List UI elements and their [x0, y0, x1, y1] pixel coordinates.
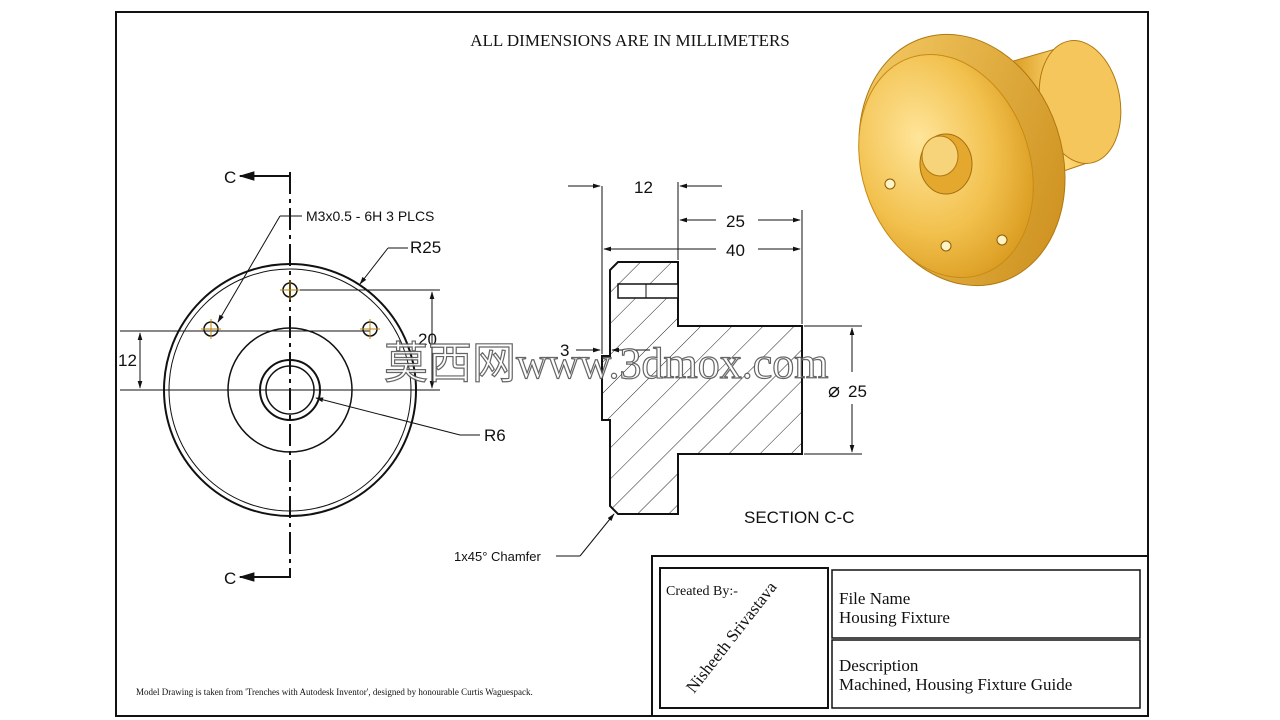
- file-name-value: Housing Fixture: [839, 608, 950, 627]
- tapped-hole: [201, 319, 221, 339]
- section-body: [601, 261, 803, 515]
- bore-radius-label: R6: [484, 426, 506, 445]
- model-hole: [996, 234, 1008, 246]
- created-by-label: Created By:-: [666, 584, 738, 599]
- units-note: ALL DIMENSIONS ARE IN MILLIMETERS: [470, 31, 790, 50]
- boss-diameter-dim: 25: [848, 382, 867, 401]
- title-block: Created By:- Nisheeth Srivastava File Na…: [651, 555, 1149, 717]
- section-view: 12 25 40 3 ⌀ 25 1x45° Chamfer SECTION C-…: [454, 178, 867, 564]
- model-hole: [940, 240, 952, 252]
- hole-offset-dim: 20: [418, 330, 437, 349]
- file-name-label: File Name: [839, 589, 910, 608]
- front-view: C C M3x0.5 - 6H 3 PLCS: [118, 168, 506, 588]
- tapped-hole: [360, 319, 380, 339]
- section-mark-bottom: C: [224, 569, 236, 588]
- flange-thickness-dim: 12: [634, 178, 653, 197]
- diameter-symbol: ⌀: [828, 380, 840, 402]
- watermark: 莫西网www.3dmox.com: [384, 339, 828, 388]
- boss-length-dim: 25: [726, 212, 745, 231]
- thread-note: M3x0.5 - 6H 3 PLCS: [306, 208, 434, 224]
- hole-spacing-dim: 12: [118, 351, 137, 370]
- sheet-border: [115, 11, 1149, 717]
- chamfer-note: 1x45° Chamfer: [454, 549, 542, 564]
- credit-note: Model Drawing is taken from 'Trenches wi…: [136, 687, 533, 697]
- description-label: Description: [839, 656, 919, 675]
- isometric-model: [858, 33, 1122, 287]
- tapped-hole: [280, 280, 300, 300]
- description-value: Machined, Housing Fixture Guide: [839, 675, 1072, 694]
- model-hole: [884, 178, 896, 190]
- outer-radius-label: R25: [410, 238, 441, 257]
- section-mark-top: C: [224, 168, 236, 187]
- recess-depth-dim: 3: [560, 341, 569, 360]
- overall-length-dim: 40: [726, 241, 745, 260]
- section-label: SECTION C-C: [744, 508, 855, 527]
